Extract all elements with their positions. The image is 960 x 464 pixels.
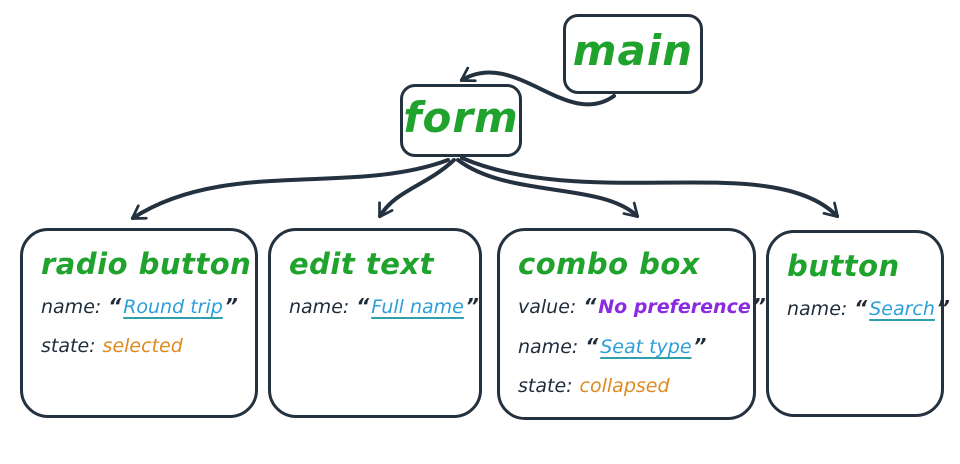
edit-text-name-row: name: “Full name” — [289, 293, 479, 320]
edge-form-combo-box — [456, 158, 640, 219]
name-key-label: name: — [787, 298, 848, 320]
close-quote: ” — [752, 294, 766, 318]
node-edit-text-title: edit text — [289, 247, 434, 281]
open-quote: “ — [854, 296, 868, 320]
value-key-label: value: — [518, 296, 577, 318]
state-key-label: state: — [41, 335, 96, 357]
combo-box-value: No preference — [598, 296, 751, 318]
node-button-title: button — [787, 249, 900, 283]
name-key-label: name: — [518, 336, 579, 358]
combo-box-name-value: Seat type — [600, 336, 692, 358]
open-quote: “ — [356, 294, 370, 318]
combo-box-value-row: value: “No preference” — [518, 293, 766, 320]
button-name-value: Search — [869, 298, 935, 320]
node-combo-box-title: combo box — [518, 247, 700, 281]
close-quote: ” — [224, 294, 238, 318]
close-quote: ” — [936, 296, 950, 320]
node-form: form — [400, 84, 522, 157]
open-quote: “ — [585, 334, 599, 358]
radio-button-state-value: selected — [102, 335, 183, 357]
combo-box-state-row: state: collapsed — [518, 373, 739, 399]
state-key-label: state: — [518, 375, 573, 397]
node-button: button name: “Search” — [766, 230, 950, 417]
edge-form-edit-text — [378, 158, 456, 219]
open-quote: “ — [583, 294, 597, 318]
button-name-row: name: “Search” — [787, 295, 950, 322]
radio-button-state-row: state: selected — [41, 333, 241, 359]
node-main: main — [563, 14, 703, 94]
close-quote: ” — [465, 294, 479, 318]
combo-box-name-row: name: “Seat type” — [518, 333, 739, 360]
node-main-label: main — [572, 26, 694, 75]
edit-text-name-value: Full name — [371, 296, 464, 318]
node-combo-box: combo box value:“No preference” name:“Se… — [497, 228, 766, 420]
name-key-label: name: — [289, 296, 350, 318]
node-radio-button: radio button name: “Round trip” state: sel… — [20, 228, 258, 418]
radio-button-name-value: Round trip — [123, 296, 223, 318]
combo-box-state-value: collapsed — [579, 375, 670, 397]
node-form-label: form — [403, 92, 519, 142]
radio-button-name-row: name: “Round trip” — [41, 293, 241, 320]
open-quote: “ — [108, 294, 122, 318]
node-edit-text: edit text name: “Full name” — [268, 228, 482, 418]
close-quote: ” — [693, 334, 707, 358]
edge-form-radio-button — [130, 158, 450, 220]
name-key-label: name: — [41, 296, 102, 318]
node-radio-button-title: radio button — [41, 247, 252, 281]
edge-form-button — [460, 156, 840, 219]
